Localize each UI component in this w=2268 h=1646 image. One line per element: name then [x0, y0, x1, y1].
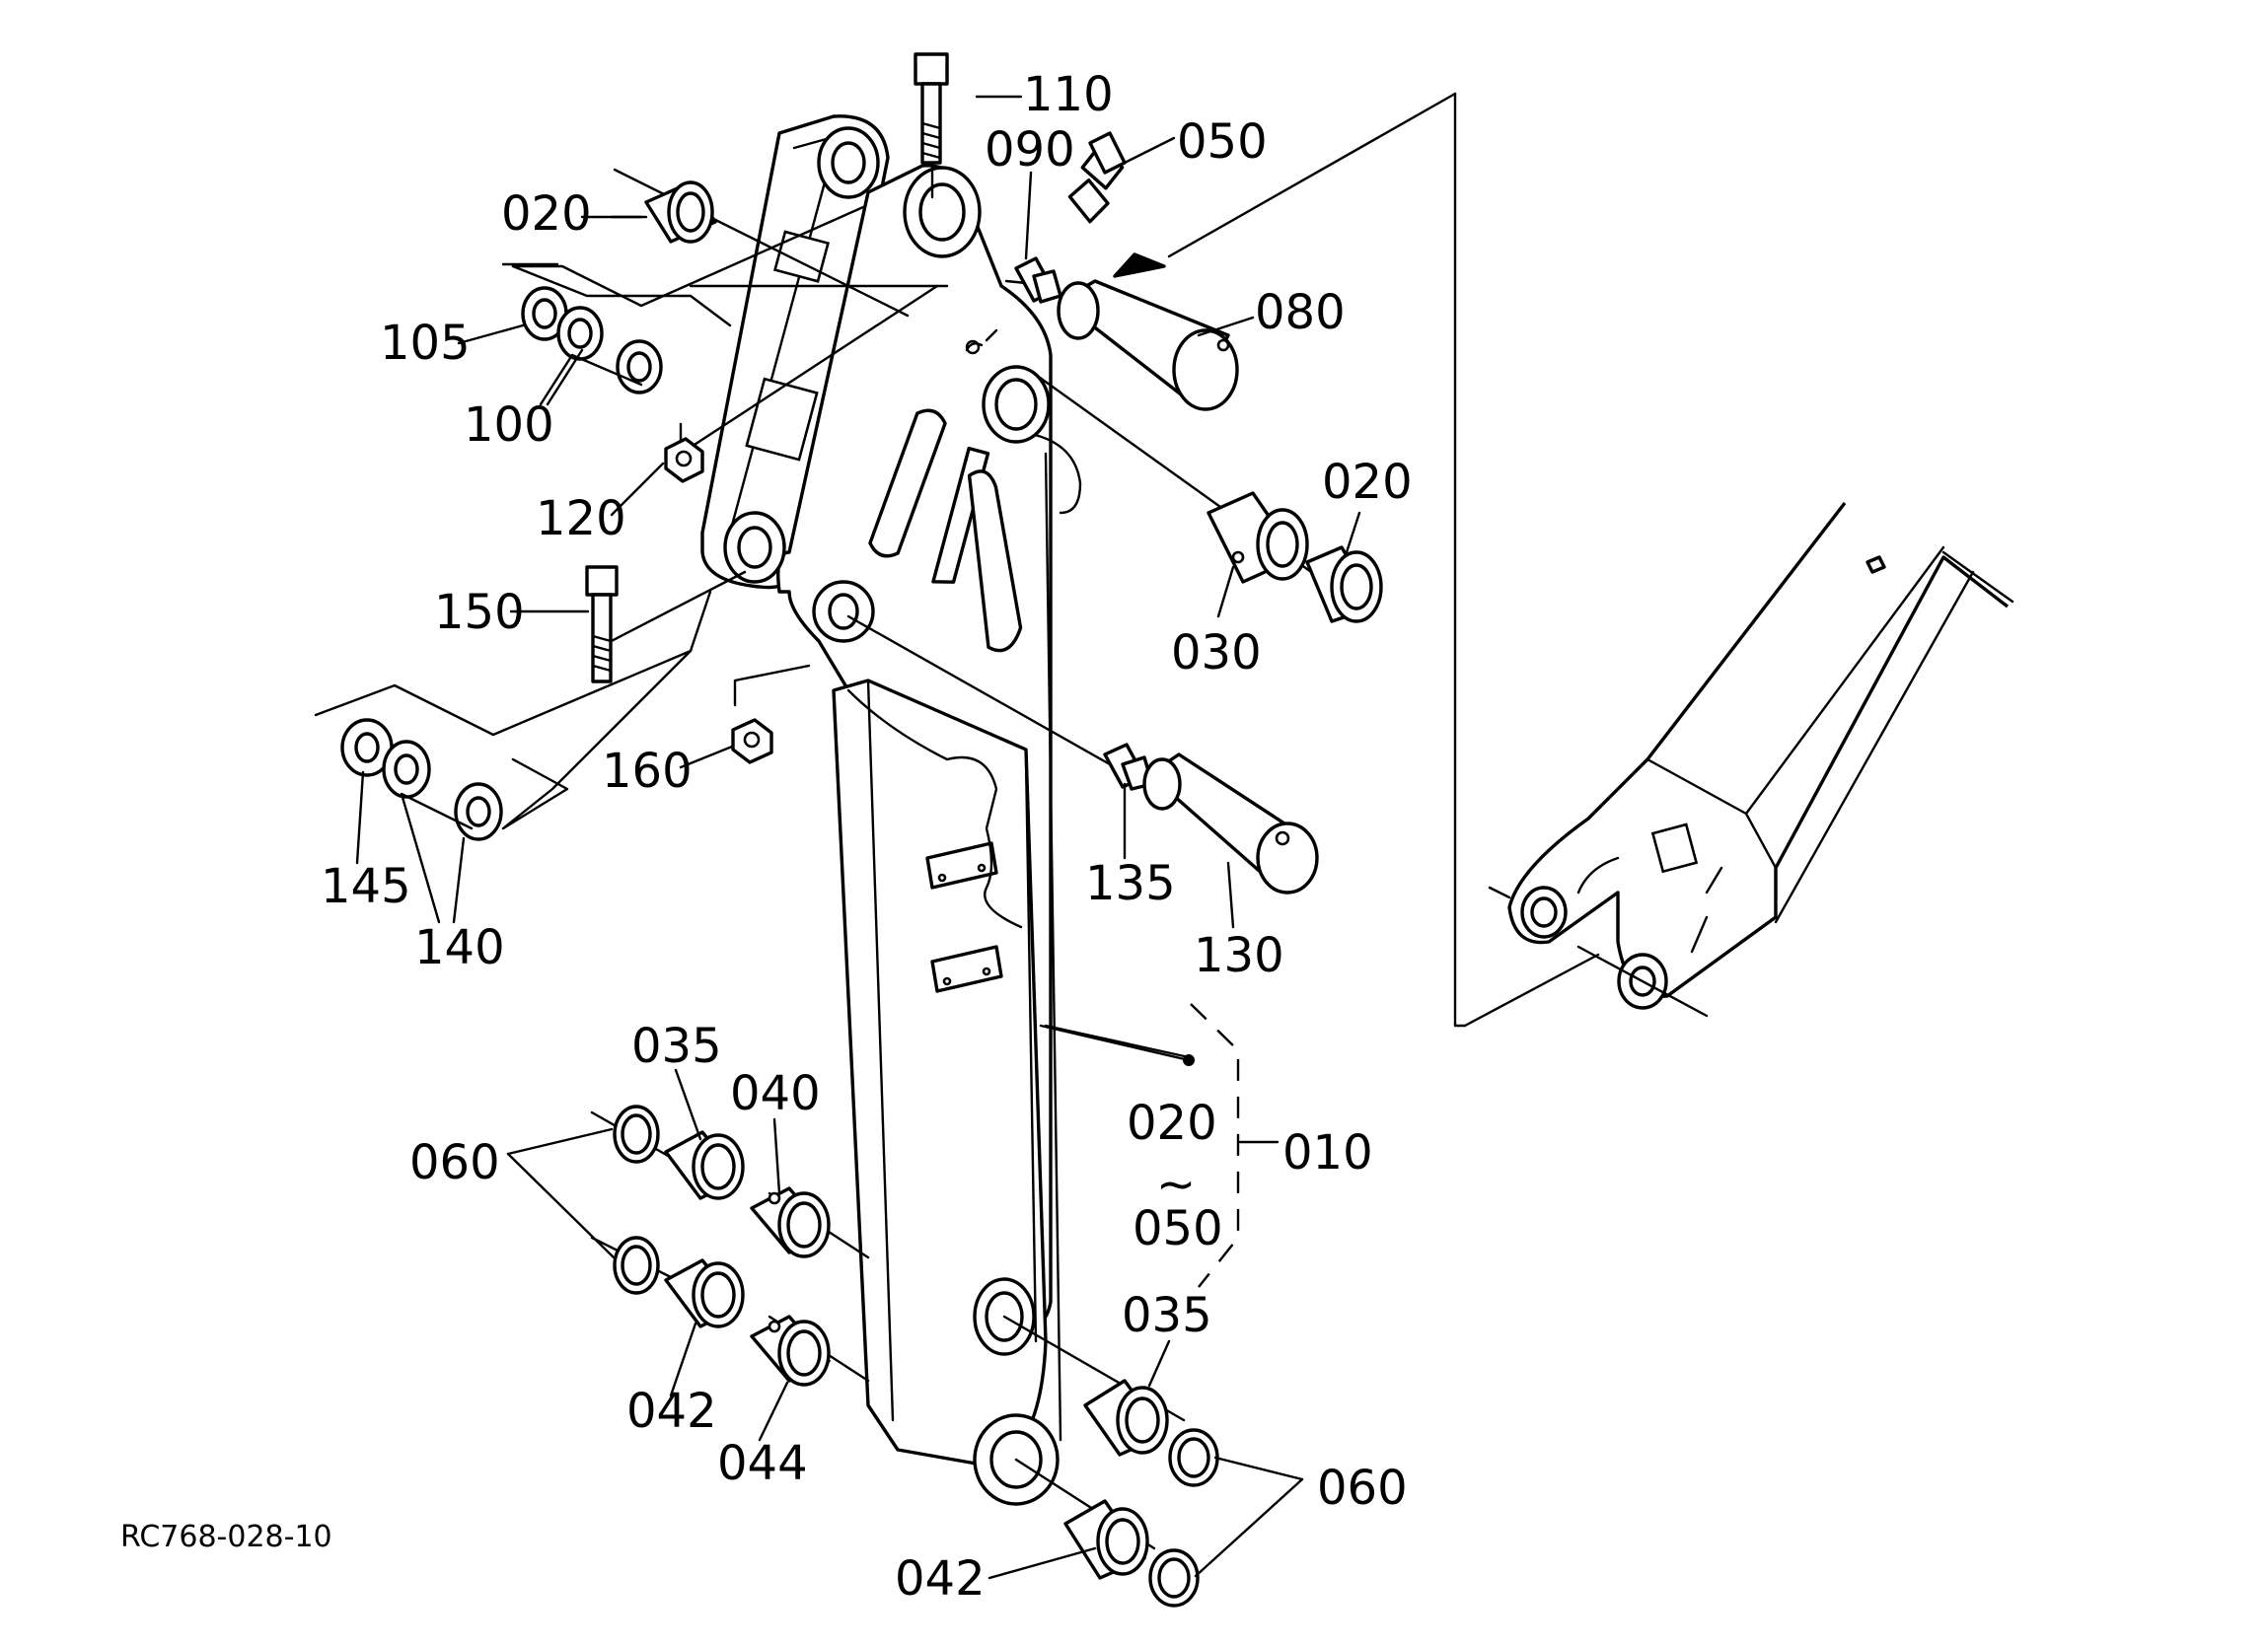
- arm-assembly: [700, 114, 1082, 1506]
- label-042-bottom: 042: [895, 1551, 986, 1607]
- label-020-range: 020: [1127, 1096, 1217, 1151]
- inset-arm: [1507, 501, 2010, 999]
- bushing-020-top: [644, 180, 717, 244]
- label-110: 110: [1023, 67, 1114, 122]
- label-150: 150: [434, 585, 525, 640]
- bushing-020-right: [1305, 545, 1383, 623]
- bushing-035-right: [1083, 1379, 1169, 1457]
- label-060-left: 060: [409, 1135, 500, 1190]
- label-145: 145: [321, 859, 411, 914]
- bolt-110: [914, 52, 949, 165]
- range-bracket: [1190, 1003, 1240, 1288]
- part-labels: 110 090 050 020 105 080 100 120 020 150 …: [321, 67, 1413, 1607]
- pin-130: [1142, 752, 1319, 895]
- bushing-035-left: [664, 1130, 745, 1200]
- range-dot: [1183, 1054, 1195, 1066]
- bushing-040: [750, 1186, 831, 1258]
- parts: [340, 52, 1383, 1608]
- label-020-top: 020: [501, 186, 592, 242]
- label-035-left: 035: [631, 1019, 722, 1074]
- label-060-right: 060: [1317, 1461, 1408, 1516]
- nut-120: [664, 437, 704, 483]
- label-140: 140: [414, 920, 505, 975]
- label-135: 135: [1085, 856, 1176, 911]
- bushing-044: [750, 1315, 831, 1387]
- bushing-042-left: [664, 1258, 745, 1328]
- grease-nipple-050: [1067, 131, 1127, 224]
- label-040: 040: [730, 1066, 821, 1121]
- bolt-150: [585, 565, 619, 683]
- nut-160: [731, 718, 773, 764]
- label-044: 044: [717, 1436, 808, 1491]
- label-090: 090: [985, 122, 1075, 178]
- bushing-042-bottom: [1063, 1499, 1149, 1580]
- label-020-right: 020: [1322, 455, 1413, 510]
- label-160: 160: [602, 744, 693, 799]
- grease-fitting-090: [1014, 256, 1062, 304]
- label-080: 080: [1255, 285, 1346, 340]
- label-050-top: 050: [1177, 114, 1268, 170]
- range-tilde: ~: [1156, 1157, 1196, 1212]
- label-leaders: [355, 95, 1361, 1580]
- washers-top: [521, 286, 663, 394]
- label-050-range: 050: [1133, 1201, 1223, 1256]
- label-105: 105: [380, 316, 471, 371]
- label-130: 130: [1194, 928, 1284, 983]
- seals-060-right: [1148, 1428, 1219, 1608]
- label-035-right: 035: [1122, 1288, 1212, 1343]
- label-100: 100: [464, 397, 554, 453]
- label-120: 120: [536, 491, 626, 546]
- seals-060-left: [613, 1105, 660, 1295]
- inset-detail: [1113, 92, 2014, 1028]
- document-code: RC768-028-10: [120, 1520, 332, 1554]
- pin-080: [1057, 279, 1239, 411]
- label-030: 030: [1171, 625, 1262, 680]
- label-010: 010: [1282, 1125, 1373, 1181]
- washers-left: [340, 718, 503, 841]
- bushing-030: [1207, 491, 1309, 584]
